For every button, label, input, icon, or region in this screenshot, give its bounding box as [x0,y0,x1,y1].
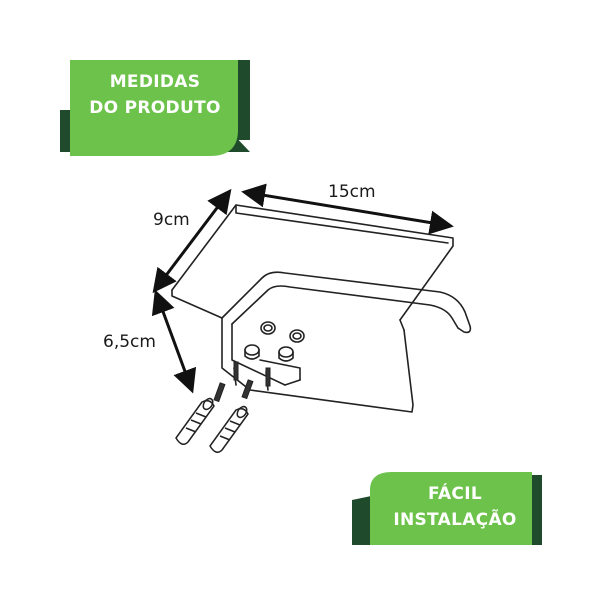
badge-install-line2: INSTALAÇÃO [393,510,517,530]
holder-arm [221,317,251,391]
depth-label: 9cm [153,210,190,230]
badge-title-line1: MEDIDAS [109,72,201,92]
badge-title-line2: DO PRODUTO [89,98,221,118]
product-measurements-badge: MEDIDAS DO PRODUTO [60,60,250,160]
wall-anchor-2 [209,405,249,453]
badge-background [352,472,542,545]
width-dimension-arrow [241,183,454,235]
height-dimension-arrow [151,289,197,394]
side-plate [171,289,223,319]
bottom-edge [249,329,414,413]
badge-background [60,60,250,156]
depth-dimension-arrow [152,188,232,294]
easy-install-badge: FÁCIL INSTALAÇÃO [352,470,542,545]
width-label: 15cm [328,182,376,202]
wall-anchor-1 [175,397,215,445]
badge-install-line1: FÁCIL [428,484,482,504]
screw-1 [233,361,239,381]
screw-2 [265,367,271,387]
height-label: 6,5cm [103,332,156,352]
